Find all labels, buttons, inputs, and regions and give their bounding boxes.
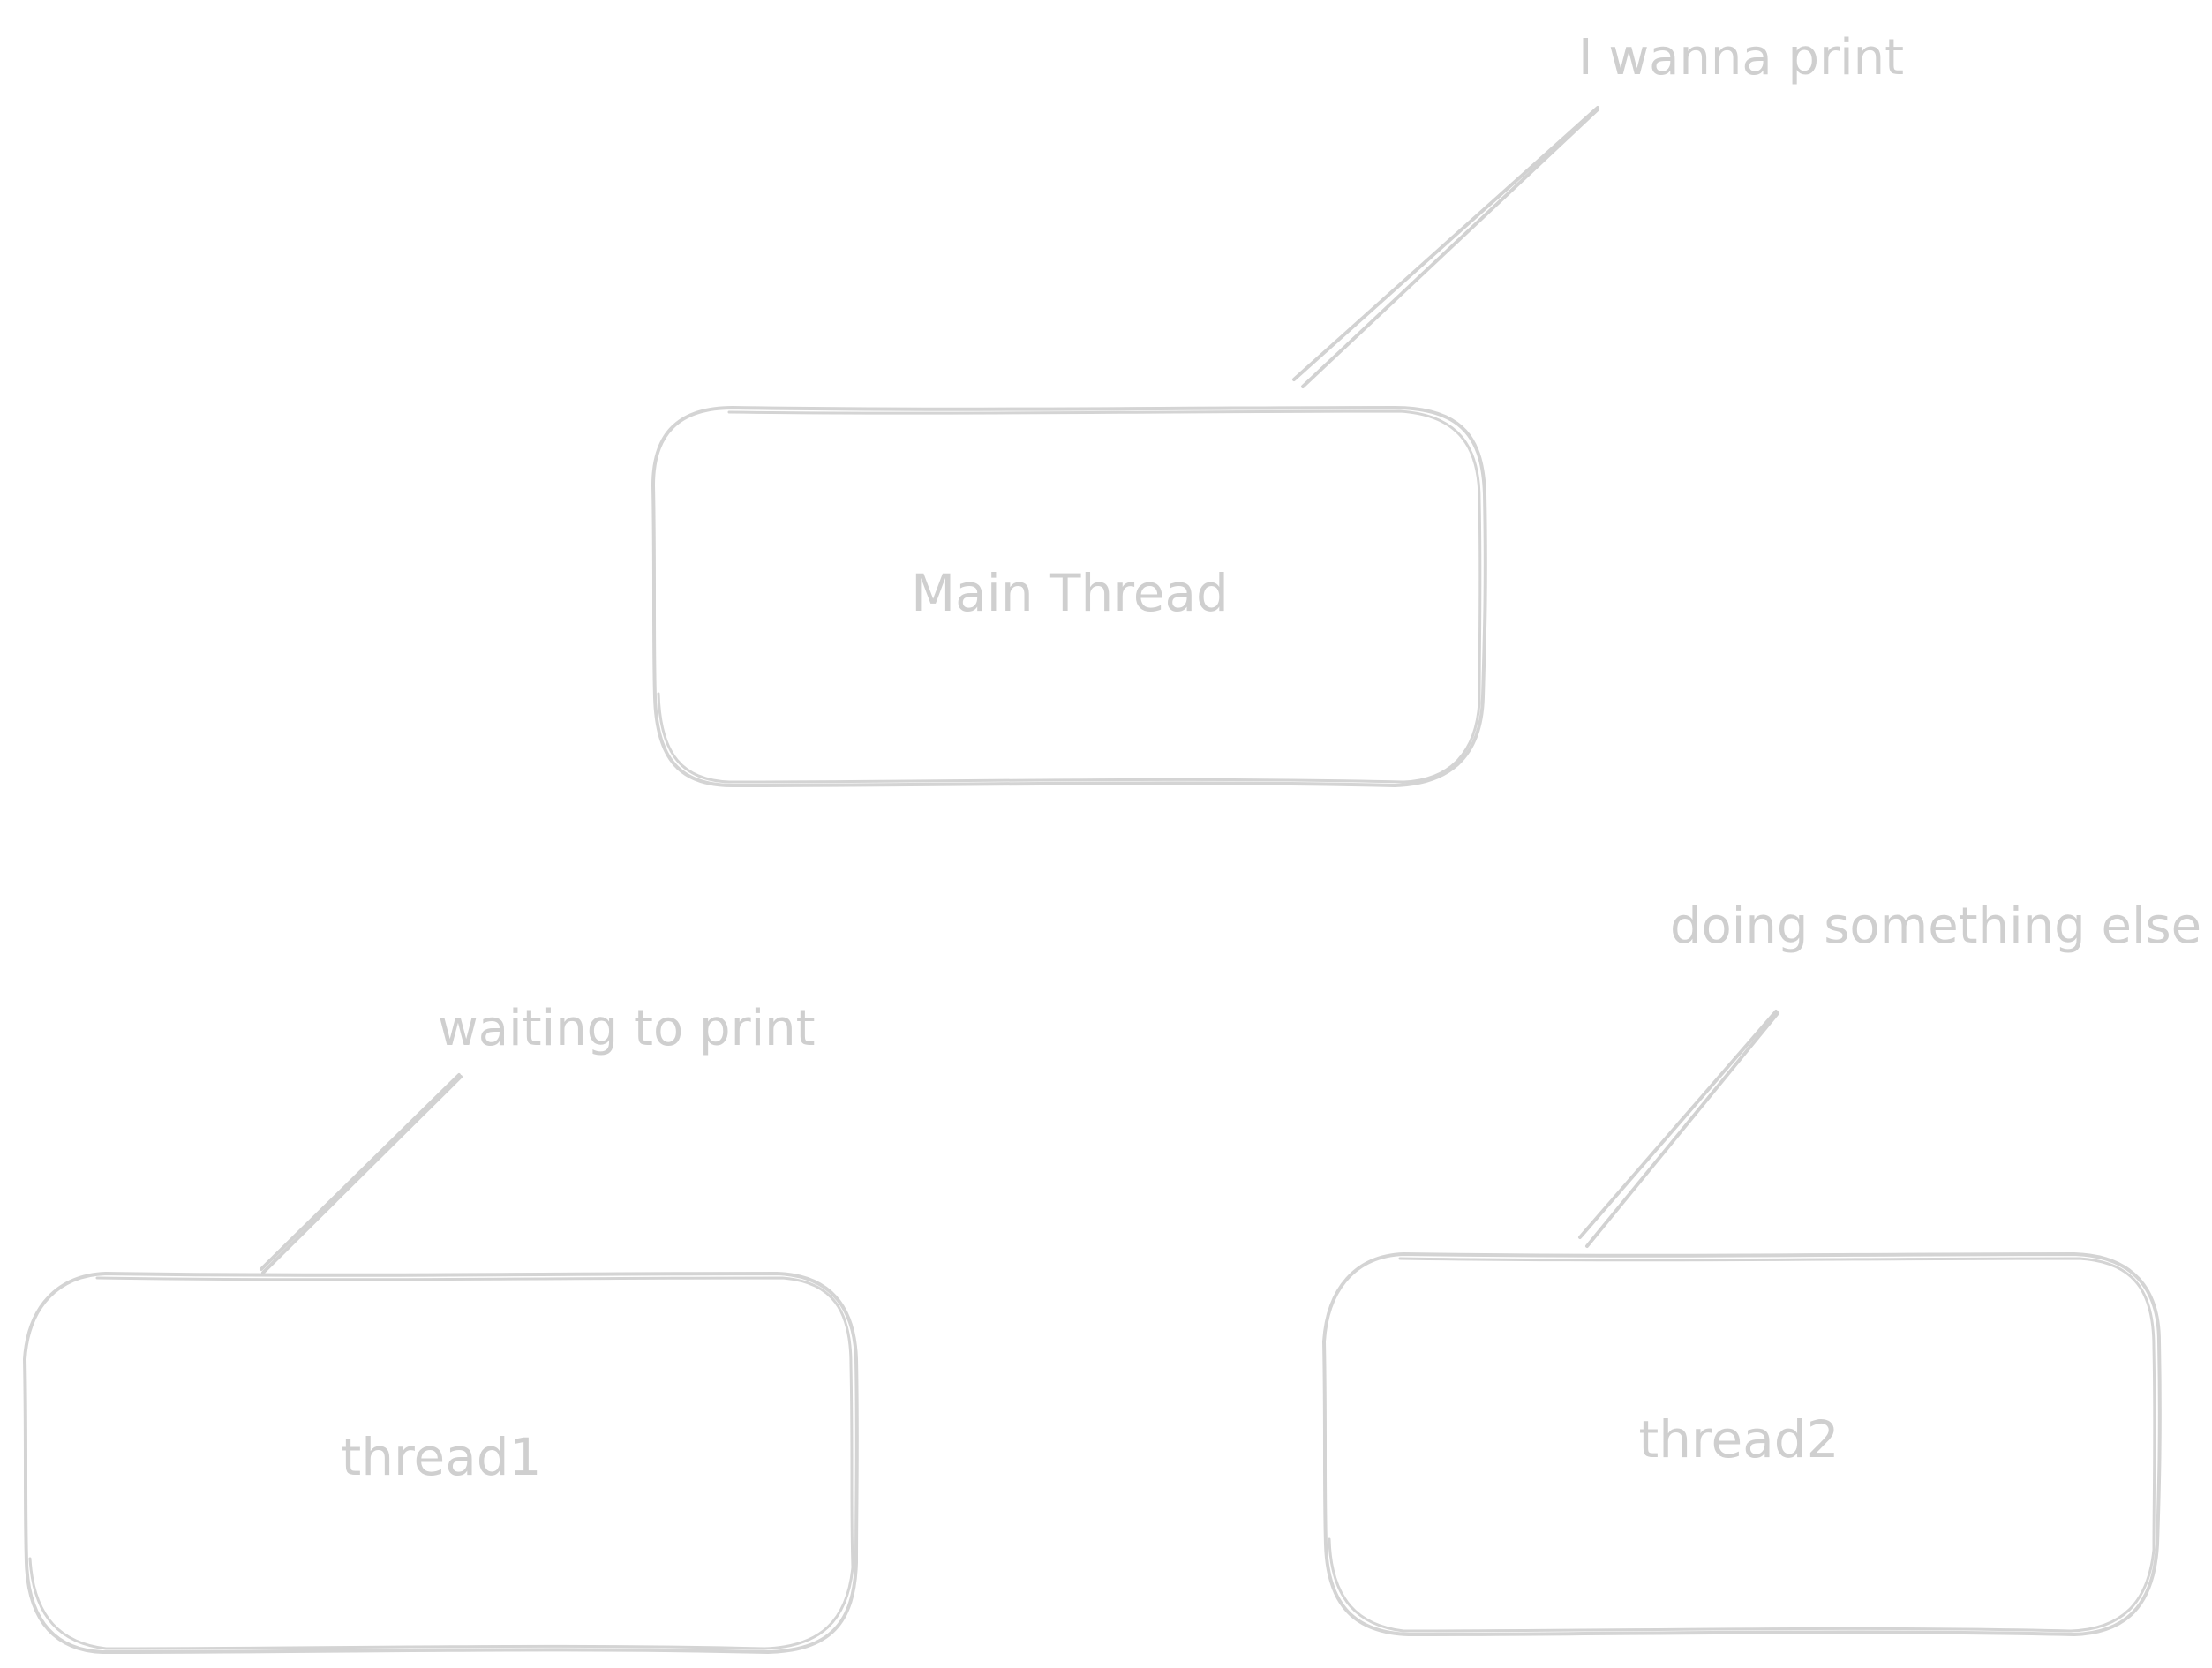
node-main-thread[interactable]: Main Thread	[651, 406, 1487, 787]
node-main-thread-outline-sketch	[657, 409, 1482, 784]
node-main-thread-label: Main Thread	[911, 563, 1229, 623]
node-thread1[interactable]: thread1	[23, 1272, 859, 1654]
node-thread1-outline-sketch	[28, 1276, 854, 1650]
connector-thread2-note	[1578, 1010, 1779, 1248]
note-main-thread: I wanna print	[1578, 29, 1904, 86]
node-thread2-label: thread2	[1638, 1409, 1839, 1469]
node-thread2[interactable]: thread2	[1322, 1252, 2162, 1636]
note-thread2: doing something else	[1670, 898, 2201, 955]
node-thread2-outline	[1322, 1252, 2162, 1636]
node-thread1-label: thread1	[341, 1427, 541, 1487]
node-thread2-outline-sketch	[1328, 1257, 2156, 1633]
connector-thread1-note	[260, 1073, 463, 1274]
node-main-thread-outline	[651, 406, 1487, 787]
node-thread1-outline	[23, 1272, 859, 1654]
connector-main-note	[1292, 106, 1599, 388]
note-thread1: waiting to print	[438, 1000, 816, 1057]
